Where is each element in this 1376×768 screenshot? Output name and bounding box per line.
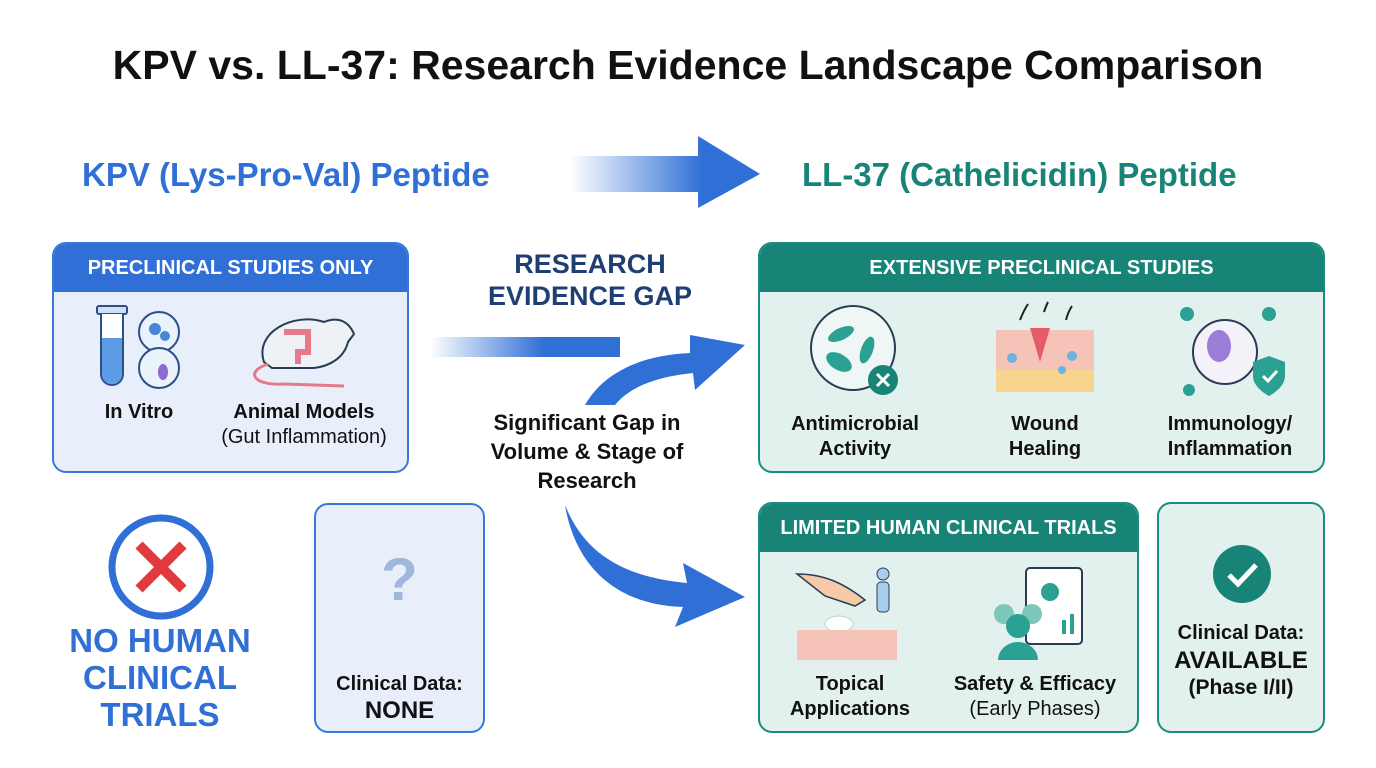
skin-wound-icon — [996, 301, 1094, 392]
item-label: Inflammation — [1167, 438, 1293, 460]
clinical-data-value: NONE — [364, 697, 435, 724]
no-human-trials-text: NO HUMAN CLINICAL TRIALS — [40, 622, 280, 733]
panel-header: PRECLINICAL STUDIES ONLY — [54, 244, 407, 292]
in-vitro-item: In Vitro — [84, 302, 194, 425]
wound-healing-item: Wound Healing — [960, 300, 1130, 462]
comparison-arrow-icon — [570, 136, 760, 208]
mouse-gut-icon — [253, 318, 356, 388]
no-trials-line: TRIALS — [100, 696, 220, 733]
animal-models-item: Animal Models (Gut Inflammation) — [204, 302, 404, 450]
bacteria-petri-icon — [810, 305, 898, 395]
topical-hand-icon — [795, 567, 897, 660]
item-label: Applications — [789, 698, 910, 720]
item-label: Wound — [1011, 413, 1079, 435]
clinical-data-label: Clinical Data: — [1177, 622, 1305, 644]
ll37-heading: LL-37 (Cathelicidin) Peptide — [802, 156, 1237, 193]
item-sublabel: (Early Phases) — [969, 698, 1101, 720]
panel-header: LIMITED HUMAN CLINICAL TRIALS — [760, 504, 1137, 552]
item-label: Topical — [815, 673, 885, 695]
item-label: Antimicrobial — [791, 413, 919, 435]
page-title: KPV vs. LL-37: Research Evidence Landsca… — [112, 42, 1264, 88]
no-trials-line: NO HUMAN — [69, 622, 251, 659]
panel-header: EXTENSIVE PRECLINICAL STUDIES — [760, 244, 1323, 292]
animal-models-label: Animal Models — [233, 401, 375, 423]
ll37-clinical-trials-panel: LIMITED HUMAN CLINICAL TRIALS Topical Ap… — [758, 502, 1139, 733]
item-label: Healing — [1008, 438, 1082, 460]
ll37-preclinical-panel: EXTENSIVE PRECLINICAL STUDIES Antimicrob… — [758, 242, 1325, 473]
animal-models-sub: (Gut Inflammation) — [221, 426, 387, 448]
clinical-data-value: AVAILABLE — [1174, 647, 1308, 674]
item-label: Immunology/ — [1167, 413, 1293, 435]
gap-text-line: Research — [537, 468, 637, 493]
safety-efficacy-item: Safety & Efficacy (Early Phases) — [940, 564, 1130, 722]
antimicrobial-item: Antimicrobial Activity — [770, 300, 940, 462]
kpv-heading: KPV (Lys-Pro-Val) Peptide — [82, 156, 490, 193]
evidence-gap-title: RESEARCH EVIDENCE GAP — [460, 248, 720, 312]
gap-text-line: Significant Gap in — [493, 410, 681, 435]
topical-item: Topical Applications — [770, 564, 930, 722]
clinical-phase: (Phase I/II) — [1188, 676, 1294, 699]
in-vitro-label: In Vitro — [104, 401, 174, 423]
immune-cell-shield-icon — [1180, 307, 1285, 396]
test-tube-cells-icon — [96, 305, 180, 389]
no-trials-x-icon — [108, 514, 214, 620]
group-clipboard-icon — [994, 567, 1083, 660]
check-circle-icon — [1213, 545, 1271, 603]
gap-title-line: EVIDENCE GAP — [487, 281, 693, 311]
clinical-data-label: Clinical Data: — [336, 673, 463, 695]
immunology-item: Immunology/ Inflammation — [1145, 300, 1315, 462]
kpv-clinical-data-box: ? Clinical Data: NONE — [314, 503, 485, 733]
gap-arrows-icon — [430, 335, 745, 627]
item-label: Activity — [818, 438, 892, 460]
question-mark-icon: ? — [381, 546, 418, 613]
gap-description: Significant Gap in Volume & Stage of Res… — [462, 408, 712, 495]
ll37-clinical-data-box: Clinical Data: AVAILABLE (Phase I/II) — [1157, 502, 1325, 733]
item-label: Safety & Efficacy — [953, 673, 1117, 695]
gap-text-line: Volume & Stage of — [490, 439, 684, 464]
no-trials-line: CLINICAL — [83, 659, 237, 696]
gap-title-line: RESEARCH — [514, 249, 666, 279]
kpv-preclinical-panel: PRECLINICAL STUDIES ONLY In Vitro Animal… — [52, 242, 409, 473]
